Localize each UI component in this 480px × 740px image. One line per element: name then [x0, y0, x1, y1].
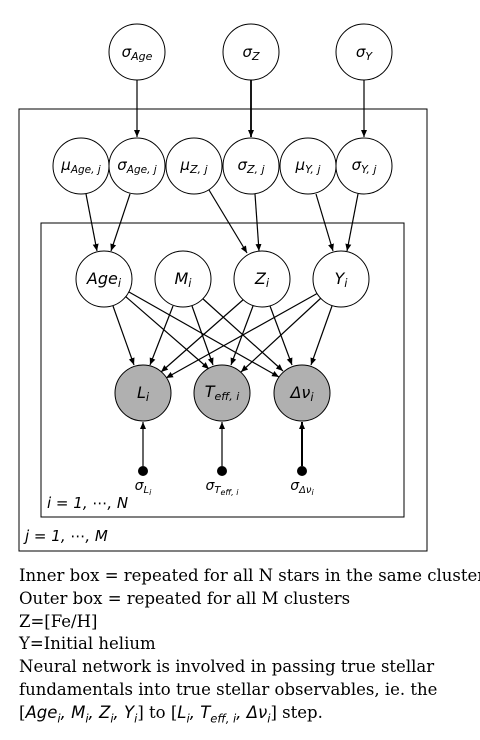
- caption-step: ] step.: [270, 702, 323, 722]
- graphical-model-diagram: σAge σZ σY μAge, j σAge, j μZ, j σZ, j μ…: [18, 23, 428, 552]
- caption-bracket-open: [: [19, 702, 26, 722]
- edge-sigma-z-j-to-z-i: [254, 193, 262, 252]
- node-y-i: Yi: [312, 250, 370, 308]
- outer-plate-label: j = 1, ⋯, M: [23, 527, 108, 545]
- edge-mu-z-j-to-z-i: [208, 189, 248, 254]
- node-sigma-y-j: σY, j: [335, 137, 393, 195]
- edge-mu-age-j-to-age-i: [85, 193, 99, 252]
- caption-inputs: Agei, Mi, Zi, Yi: [25, 702, 138, 726]
- node-m-i: Mi: [154, 250, 212, 308]
- edge-y-to-teff: [240, 297, 322, 373]
- svg-text:σTeff, i: σTeff, i: [206, 478, 240, 497]
- edge-y-to-l: [165, 292, 319, 379]
- edge-age-to-teff: [124, 295, 210, 370]
- edge-m-to-l: [149, 305, 174, 366]
- caption-line-7: [Agei, Mi, Zi, Yi] to [Li, Teff, i, Δνi]…: [19, 702, 479, 730]
- node-sigma-dnu-i: σΔνi: [290, 466, 315, 497]
- outer-plate: [18, 108, 428, 552]
- edge-y-to-dnu: [310, 305, 333, 366]
- node-sigma-z-j: σZ, j: [222, 137, 280, 195]
- edge-sigma-y-j-to-y-i: [345, 193, 359, 252]
- svg-text:Δνi: Δνi: [288, 383, 314, 404]
- node-mu-y-j: μY, j: [279, 137, 337, 195]
- svg-text:Mi: Mi: [174, 269, 192, 290]
- svg-text:σΔνi: σΔνi: [290, 478, 314, 497]
- node-l-i: Li: [114, 364, 172, 422]
- caption-line-5: Neural network is involved in passing tr…: [19, 657, 435, 677]
- caption-line-4: Y=Initial helium: [19, 634, 156, 654]
- edge-sigma-age-j-to-age-i: [110, 193, 131, 252]
- svg-text:σLi: σLi: [135, 478, 152, 497]
- inner-plate-label: i = 1, ⋯, N: [47, 494, 128, 512]
- node-sigma-age: σAge: [108, 23, 166, 81]
- edge-z-to-l: [160, 298, 245, 373]
- caption-line-3: Z=[Fe/H]: [19, 611, 98, 631]
- node-age-i: Agei: [75, 250, 133, 308]
- caption-to: ] to [: [137, 702, 178, 722]
- node-mu-z-j: μZ, j: [165, 137, 223, 195]
- node-dnu-i: Δνi: [273, 364, 331, 422]
- node-sigma-age-j: σAge, j: [108, 137, 166, 195]
- caption-outputs: Li, Teff, i, Δνi: [177, 702, 271, 726]
- svg-text:Agei: Agei: [86, 269, 122, 290]
- node-sigma-z: σZ: [222, 23, 280, 81]
- node-sigma-teff-i: σTeff, i: [206, 466, 240, 497]
- caption-line-6: fundamentals into true stellar observabl…: [19, 679, 438, 699]
- node-sigma-y: σY: [335, 23, 393, 81]
- edge-age-to-l: [112, 305, 135, 366]
- node-teff-i: Teff, i: [193, 364, 251, 422]
- node-sigma-l-i: σLi: [135, 466, 152, 497]
- edges: [85, 80, 367, 466]
- caption: Inner box = repeated for all N stars in …: [19, 565, 480, 730]
- caption-line-1: Inner box = repeated for all N stars in …: [19, 566, 480, 585]
- node-mu-age-j: μAge, j: [52, 137, 110, 195]
- node-z-i: Zi: [233, 250, 291, 308]
- edge-mu-y-j-to-y-i: [315, 193, 334, 252]
- caption-line-2: Outer box = repeated for all M clusters: [19, 588, 351, 608]
- inner-plate: [40, 222, 405, 518]
